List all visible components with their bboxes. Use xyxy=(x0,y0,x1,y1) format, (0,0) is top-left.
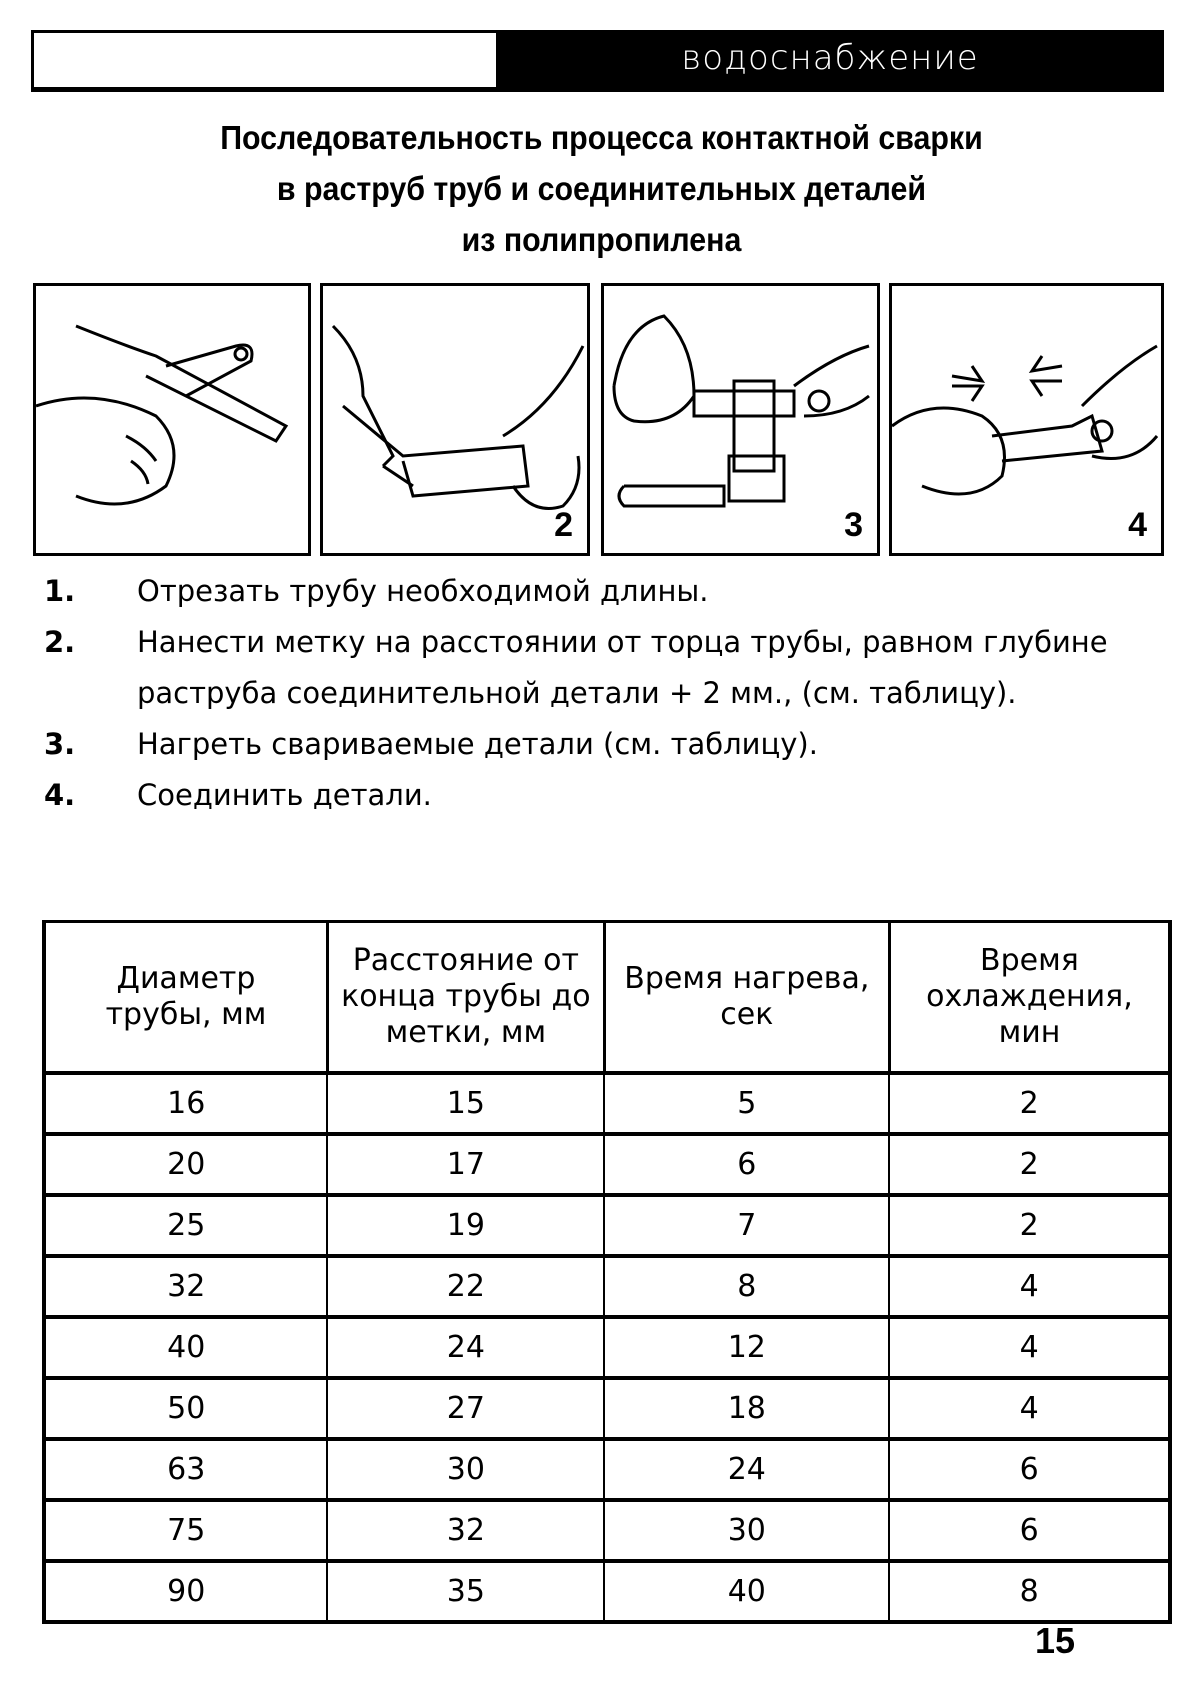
table-cell: 40 xyxy=(603,1559,891,1624)
table-cell: 16 xyxy=(41,1071,329,1136)
table-cell: 24 xyxy=(603,1437,891,1502)
table-cell: 4 xyxy=(888,1315,1172,1380)
table-cell: 12 xyxy=(603,1315,891,1380)
step-number: 4. xyxy=(44,778,76,812)
table-cell: 6 xyxy=(603,1132,891,1197)
page-title: Последовательность процесса контактной с… xyxy=(0,112,1203,265)
header-heat-time: Время нагрева, сек xyxy=(602,920,891,1075)
illustration-heat-parts: 3 xyxy=(601,283,880,556)
table-cell: 22 xyxy=(326,1254,606,1319)
table-cell: 63 xyxy=(41,1437,329,1502)
table-cell: 90 xyxy=(41,1559,329,1624)
table-cell: 4 xyxy=(888,1254,1172,1319)
header-distance: Расстояние от конца трубы до метки, мм xyxy=(325,920,606,1075)
table-cell: 30 xyxy=(326,1437,606,1502)
table-cell: 6 xyxy=(888,1437,1172,1502)
table-cell: 17 xyxy=(326,1132,606,1197)
section-title: водоснабжение xyxy=(681,38,979,78)
table-header-row: Диаметр трубы, мм Расстояние от конца тр… xyxy=(41,920,1172,1075)
table-cell: 75 xyxy=(41,1498,329,1563)
table-cell: 25 xyxy=(41,1193,329,1258)
title-line: из полипропилена xyxy=(461,221,742,258)
illustration-mark-pipe: 2 xyxy=(320,283,590,556)
table-cell: 32 xyxy=(326,1498,606,1563)
illustration-join-parts: 4 xyxy=(889,283,1164,556)
step-number: 1. xyxy=(44,574,76,608)
step-item: 3. Нагреть свариваемые детали (см. таблиц… xyxy=(44,719,1164,770)
table-cell: 2 xyxy=(888,1132,1172,1197)
step-item: 2. Нанести метку на расстоянии от торца т… xyxy=(44,617,1164,719)
table-cell: 15 xyxy=(326,1071,606,1136)
table-cell: 32 xyxy=(41,1254,329,1319)
title-line: в раструб труб и соединительных деталей xyxy=(276,170,927,207)
table-cell: 8 xyxy=(603,1254,891,1319)
welding-parameters-table: Диаметр трубы, мм Расстояние от конца тр… xyxy=(41,920,1172,1624)
header-diameter: Диаметр трубы, мм xyxy=(41,920,329,1075)
step-text: Нагреть свариваемые детали (см. таблицу)… xyxy=(137,727,818,761)
table-cell: 19 xyxy=(326,1193,606,1258)
table-cell: 35 xyxy=(326,1559,606,1624)
step-number: 2. xyxy=(44,625,76,659)
section-header-bar: водоснабжение xyxy=(31,30,1164,92)
step-item: 4. Соединить детали. xyxy=(44,770,1164,821)
illustration-number: 3 xyxy=(844,506,863,544)
table-cell: 20 xyxy=(41,1132,329,1197)
table-cell: 2 xyxy=(888,1071,1172,1136)
table-cell: 40 xyxy=(41,1315,329,1380)
table-cell: 30 xyxy=(603,1498,891,1563)
title-line: Последовательность процесса контактной с… xyxy=(220,119,983,156)
table-cell: 27 xyxy=(326,1376,606,1441)
table-cell: 50 xyxy=(41,1376,329,1441)
header-blank-box xyxy=(34,33,496,87)
table-cell: 2 xyxy=(888,1193,1172,1258)
step-text: Нанести метку на расстоянии от торца тру… xyxy=(137,625,1108,710)
step-number: 3. xyxy=(44,727,76,761)
page-number: 15 xyxy=(1035,1620,1076,1661)
illustration-number: 2 xyxy=(554,506,573,544)
table-cell: 8 xyxy=(888,1559,1172,1624)
step-text: Соединить детали. xyxy=(137,778,432,812)
table-cell: 24 xyxy=(326,1315,606,1380)
table-cell: 6 xyxy=(888,1498,1172,1563)
table-cell: 4 xyxy=(888,1376,1172,1441)
step-item: 1. Отрезать трубу необходимой длины. xyxy=(44,566,1164,617)
table-cell: 7 xyxy=(603,1193,891,1258)
step-text: Отрезать трубу необходимой длины. xyxy=(137,574,709,608)
table-cell: 18 xyxy=(603,1376,891,1441)
table-cell: 5 xyxy=(603,1071,891,1136)
header-cool-time: Время охлаждения, мин xyxy=(887,920,1172,1075)
steps-list: 1. Отрезать трубу необходимой длины. 2. На… xyxy=(44,566,1164,821)
illustration-number: 4 xyxy=(1128,506,1147,544)
illustration-cut-pipe xyxy=(33,283,311,556)
